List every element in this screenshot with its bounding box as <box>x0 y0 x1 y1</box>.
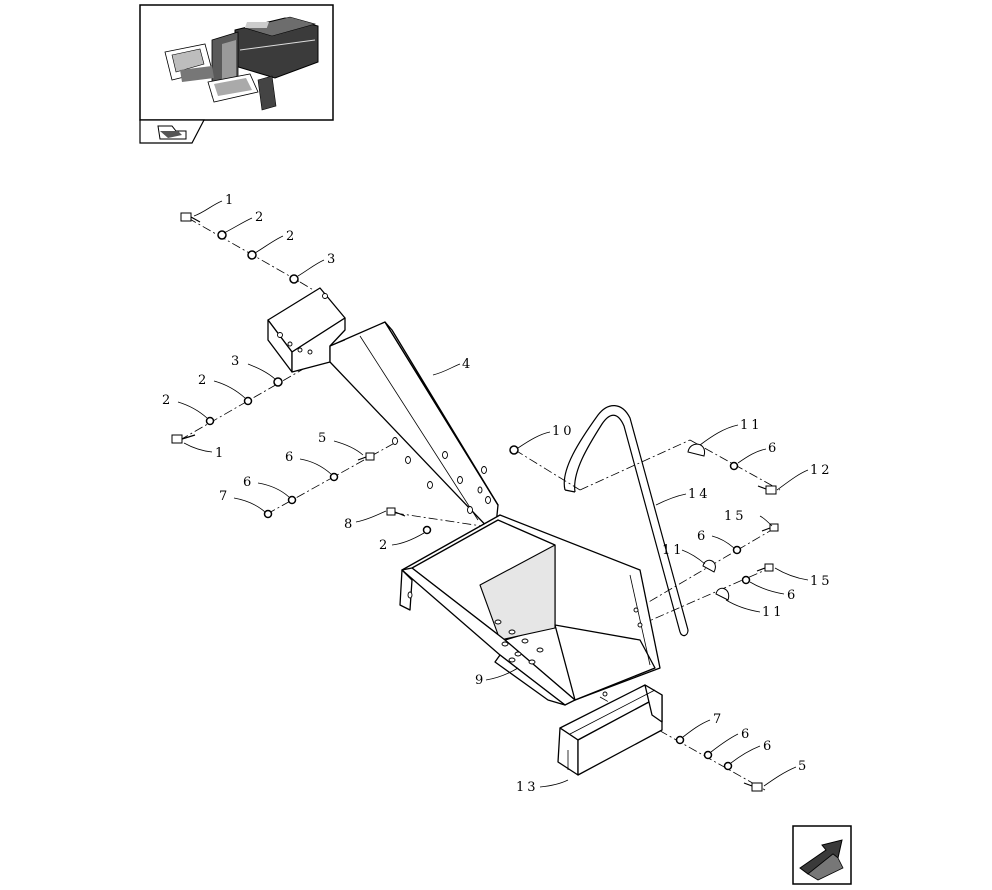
callout-c15b: 15 <box>810 574 833 589</box>
clamp-11-b <box>702 559 716 573</box>
callout-c5a: 5 <box>318 431 329 446</box>
washer-2-top-b <box>247 250 257 260</box>
clamp-11-c <box>715 587 730 601</box>
callout-c11b: 11 <box>662 543 685 558</box>
callout-c6g: 6 <box>763 739 774 754</box>
bolt-1-top <box>180 212 201 223</box>
callout-c11a: 11 <box>740 418 763 433</box>
callout-c15a: 15 <box>724 509 747 524</box>
callout-c2b: 2 <box>286 229 297 244</box>
bolt-8 <box>386 507 406 517</box>
callout-c7a: 7 <box>219 489 230 504</box>
callout-c2d: 2 <box>162 393 173 408</box>
nut-10 <box>509 445 519 455</box>
callout-c9: 9 <box>475 673 486 688</box>
bolt-5-upper <box>357 452 375 461</box>
callout-leaders <box>177 200 809 788</box>
bolt-1-left <box>171 434 196 444</box>
bolt-12 <box>757 485 777 495</box>
callout-c1a: 1 <box>225 193 236 208</box>
washer-6-e <box>741 575 751 585</box>
washer-6-d <box>732 545 742 555</box>
washer-2-left-b <box>205 416 215 426</box>
clamp-11-a <box>687 443 706 457</box>
callout-c2a: 2 <box>255 210 266 225</box>
view-reference-icon <box>139 119 205 144</box>
callout-c3b: 3 <box>231 354 242 369</box>
callout-c11c: 11 <box>762 605 785 620</box>
callout-c13: 13 <box>516 780 539 795</box>
next-page-arrow-icon[interactable] <box>792 825 852 885</box>
callout-c14: 14 <box>688 487 711 502</box>
callout-c6d: 6 <box>697 529 708 544</box>
nut-7-a <box>263 509 273 519</box>
washer-6-c <box>729 461 739 471</box>
callout-c6b: 6 <box>243 475 254 490</box>
callout-labels: 1 2 2 3 3 2 2 1 4 5 6 6 7 8 2 10 11 6 12… <box>162 193 833 795</box>
callout-c6c: 6 <box>768 441 779 456</box>
part-4-support-arm <box>267 287 499 536</box>
part-9-step-tray <box>399 514 661 706</box>
callout-c6e: 6 <box>787 588 798 603</box>
callout-c2e: 2 <box>379 538 390 553</box>
bolt-5-lower <box>743 782 763 792</box>
callout-c8: 8 <box>344 517 355 532</box>
bolt-15-b <box>756 563 774 572</box>
washer-6-a <box>329 472 339 482</box>
callout-c6f: 6 <box>741 727 752 742</box>
callout-c2c: 2 <box>198 373 209 388</box>
nut-3-left <box>273 377 283 387</box>
washer-2-e <box>422 525 432 535</box>
part-14-handrail <box>563 405 689 637</box>
callout-c1b: 1 <box>215 446 226 461</box>
callout-c5b: 5 <box>798 759 809 774</box>
callout-c7b: 7 <box>713 712 724 727</box>
part-13-step-block <box>557 684 663 776</box>
callout-c10: 10 <box>552 424 575 439</box>
bolt-15-a <box>761 523 779 532</box>
washer-2-left-a <box>243 396 253 406</box>
washer-6-b <box>287 495 297 505</box>
washer-6-f <box>703 750 713 760</box>
callout-c3a: 3 <box>327 252 338 267</box>
washer-6-g <box>723 761 733 771</box>
callout-c6a: 6 <box>285 450 296 465</box>
callout-c4: 4 <box>462 357 473 372</box>
nut-7-b <box>675 735 685 745</box>
nut-3-top <box>289 274 299 284</box>
machine-overview-icon <box>139 4 334 121</box>
callout-c12: 12 <box>810 463 833 478</box>
